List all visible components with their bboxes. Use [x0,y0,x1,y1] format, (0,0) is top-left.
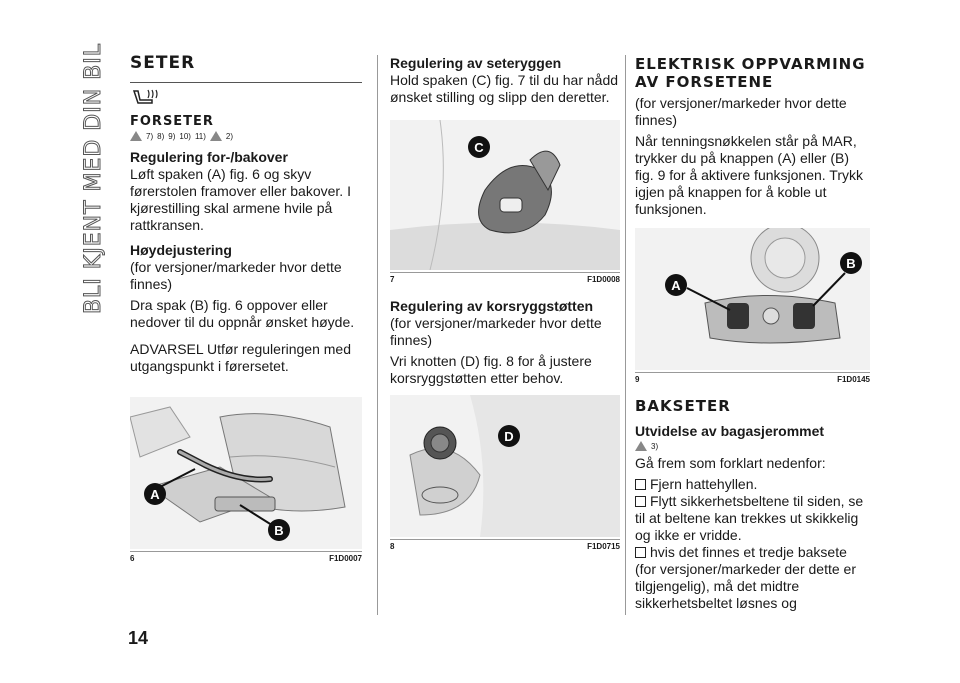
side-section-label: BLI KJENT MED DIN BIL [78,42,110,314]
checkbox-bullet-icon [635,496,646,507]
caution-triangle-icon [209,131,222,141]
warning-refs: 7) 8) 9) 10) 11) 2) [130,131,362,141]
title-rule [130,82,362,83]
text-height: Dra spak (B) fig. 6 oppover eller nedove… [130,297,355,330]
list-item-text: Flytt sikkerhetsbeltene til siden, se ti… [635,493,864,543]
text-lumbar-note: (for versjoner/markeder hvor dette finne… [390,315,602,348]
callout-a-label: A [150,486,160,502]
heading-lumbar: Regulering av korsryggstøtten [390,298,594,314]
text-heating: Når tenningsnøkkelen står på MAR, trykke… [635,133,863,217]
column-seats: SETER FORSETER 7) 8) 9) 10) 11) 2) Regul… [130,55,362,563]
figure-number: 9 [635,375,640,384]
section-title-seats: SETER [130,53,196,73]
side-label-text: BLI KJENT MED DIN BIL [81,42,107,314]
list-item-text: hvis det finnes et tredje baksete (for v… [635,544,856,611]
figure-7-caption: 7 F1D0008 [390,272,620,284]
figure-8-caption: 8 F1D0715 [390,539,620,551]
figure-code: F1D0008 [587,275,620,284]
text-height-note: (for versjoner/markeder hvor dette finne… [130,259,342,292]
ref: 9) [168,131,176,141]
figure-9-caption: 9 F1D0145 [635,372,870,384]
ref: 2) [225,131,234,141]
ref: 7) [146,131,154,141]
callout-a-heating: A [665,274,687,296]
figure-9: A B 9 F1D0145 [635,228,870,384]
caution-triangle-icon [635,441,647,451]
checkbox-bullet-icon [635,547,646,558]
text-lumbar: Vri knotten (D) fig. 8 for å justere kor… [390,353,592,386]
backrest-lever-illustration [390,120,620,270]
heading-height: Høydejustering [130,242,232,258]
warning-refs-rear: 3) [635,441,870,451]
heading-fore-aft: Regulering for-/bakover [130,149,288,165]
lumbar-knob-illustration [390,395,620,537]
text-fore-aft: Løft spaken (A) fig. 6 og skyv førerstol… [130,166,351,233]
figure-6: A B 6 F1D0007 [130,397,362,563]
figure-6-caption: 6 F1D0007 [130,551,362,563]
seat-icon [130,89,362,108]
figure-number: 6 [130,554,135,563]
callout-c: C [468,136,490,158]
page-number: 14 [128,628,149,648]
list-item: Flytt sikkerhetsbeltene til siden, se ti… [635,493,870,544]
ref: 10) [179,131,191,141]
heading-backrest: Regulering av seteryggen [390,55,562,71]
callout-a: A [144,483,166,505]
callout-d-label: D [504,428,514,444]
list-item-text: Fjern hattehyllen. [650,476,758,492]
seat-lever-illustration [130,397,362,549]
callout-d: D [498,425,520,447]
heating-buttons-illustration [635,228,870,370]
column-backrest: Regulering av seteryggen Hold spaken (C)… [390,55,620,551]
text-backrest: Hold spaken (C) fig. 7 til du har nådd ø… [390,72,619,105]
figure-code: F1D0715 [587,542,620,551]
figure-7: C 7 F1D0008 [390,120,620,284]
figure-number: 7 [390,275,395,284]
column-divider-1 [377,55,378,615]
list-item: Fjern hattehyllen. [635,476,870,493]
callout-b-label: B [846,255,856,271]
subsection-title-front-seats: FORSETER [130,114,214,129]
callout-b: B [268,519,290,541]
callout-a-label: A [671,277,681,293]
figure-8: D 8 F1D0715 [390,395,620,551]
callout-b-heating: B [840,252,862,274]
figure-code: F1D0007 [329,554,362,563]
ref: 8) [157,131,165,141]
section-title-rear-seats: BAKSETER [635,397,731,415]
section-title-heating: ELEKTRISK OPPVARMING AV FORSETENE [635,55,866,91]
ref: 11) [194,131,206,141]
ref: 3) [651,441,659,451]
list-item: hvis det finnes et tredje baksete (for v… [635,544,870,612]
column-heating: ELEKTRISK OPPVARMING AV FORSETENE (for v… [635,55,870,612]
text-heating-note: (for versjoner/markeder hvor dette finne… [635,95,847,128]
figure-code: F1D0145 [837,375,870,384]
checkbox-bullet-icon [635,479,646,490]
callout-c-label: C [474,139,484,155]
callout-b-label: B [274,522,284,538]
text-cargo: Gå frem som forklart nedenfor: [635,455,826,471]
column-divider-2 [625,55,626,615]
warning-triangle-icon [130,131,142,141]
text-warning: ADVARSEL Utfør reguleringen med utgangsp… [130,341,351,374]
figure-number: 8 [390,542,395,551]
heading-cargo: Utvidelse av bagasjerommet [635,423,825,439]
